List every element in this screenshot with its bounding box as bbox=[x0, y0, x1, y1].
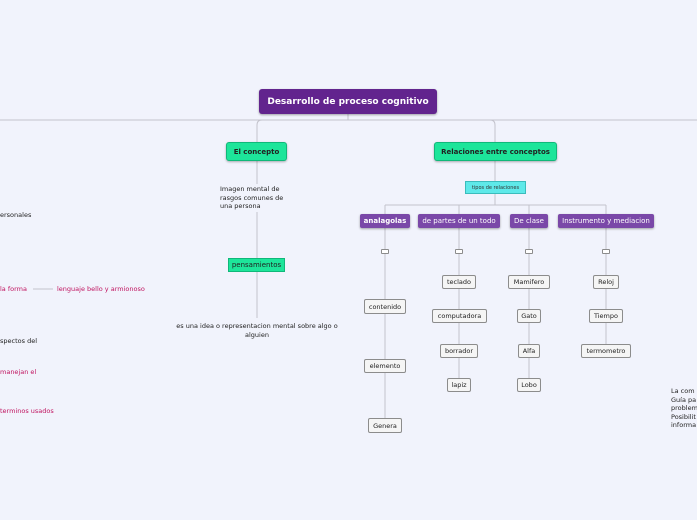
item-alfa[interactable]: Alfa bbox=[518, 344, 540, 358]
item-reloj[interactable]: Reloj bbox=[593, 275, 619, 289]
item-lobo[interactable]: Lobo bbox=[517, 378, 541, 392]
category-de-clase[interactable]: De clase bbox=[510, 214, 548, 228]
item-teclado[interactable]: teclado bbox=[442, 275, 476, 289]
right-fragment-line: informa bbox=[671, 421, 697, 429]
right-fragment-line: Guía pa bbox=[671, 395, 697, 404]
category-partes-de-un-todo[interactable]: de partes de un todo bbox=[418, 214, 500, 228]
item-tiempo[interactable]: Tiempo bbox=[589, 309, 623, 323]
left-fragment[interactable]: manejan el bbox=[0, 368, 37, 376]
left-fragment[interactable]: terminos usados bbox=[0, 407, 54, 415]
right-fragment-block[interactable]: La com Guía pa problem Posibilit informa bbox=[671, 387, 697, 430]
category-instrumento-mediacion[interactable]: Instrumento y mediacion bbox=[558, 214, 654, 228]
right-fragment-line: La com bbox=[671, 387, 695, 395]
root-node[interactable]: Desarrollo de proceso cognitivo bbox=[259, 89, 437, 114]
collapse-toggle[interactable] bbox=[525, 249, 533, 254]
right-fragment-line: Posibilit bbox=[671, 412, 696, 421]
collapse-toggle[interactable] bbox=[381, 249, 389, 254]
item-elemento[interactable]: elemento bbox=[364, 359, 406, 373]
item-lapiz[interactable]: lapiz bbox=[447, 378, 471, 392]
collapse-toggle[interactable] bbox=[602, 249, 610, 254]
pensamientos-node[interactable]: pensamientos bbox=[228, 258, 285, 272]
item-computadora[interactable]: computadora bbox=[432, 309, 487, 323]
left-fragment[interactable]: lenguaje bello y armionoso bbox=[57, 285, 145, 293]
concepto-node[interactable]: El concepto bbox=[226, 142, 287, 161]
item-termometro[interactable]: termometro bbox=[581, 344, 631, 358]
left-fragment[interactable]: ersonales bbox=[0, 211, 32, 219]
collapse-toggle[interactable] bbox=[455, 249, 463, 254]
item-borrador[interactable]: borrador bbox=[440, 344, 478, 358]
left-fragment[interactable]: spectos del bbox=[0, 337, 37, 345]
right-fragment-line: problem bbox=[671, 404, 697, 412]
left-fragment[interactable]: la forma bbox=[0, 285, 27, 293]
category-analagolas[interactable]: analagolas bbox=[360, 214, 410, 228]
concepto-description: Imagen mental de rasgos comunes de una p… bbox=[220, 185, 284, 210]
idea-text: es una idea o representacion mental sobr… bbox=[176, 322, 338, 339]
relaciones-node[interactable]: Relaciones entre conceptos bbox=[434, 142, 557, 161]
item-contenido[interactable]: contenido bbox=[364, 299, 406, 314]
tipos-relaciones-node[interactable]: tipos de relaciones bbox=[465, 181, 526, 194]
item-genera[interactable]: Genera bbox=[368, 418, 402, 433]
item-mamifero[interactable]: Mamifero bbox=[508, 275, 550, 289]
item-gato[interactable]: Gato bbox=[517, 309, 541, 323]
